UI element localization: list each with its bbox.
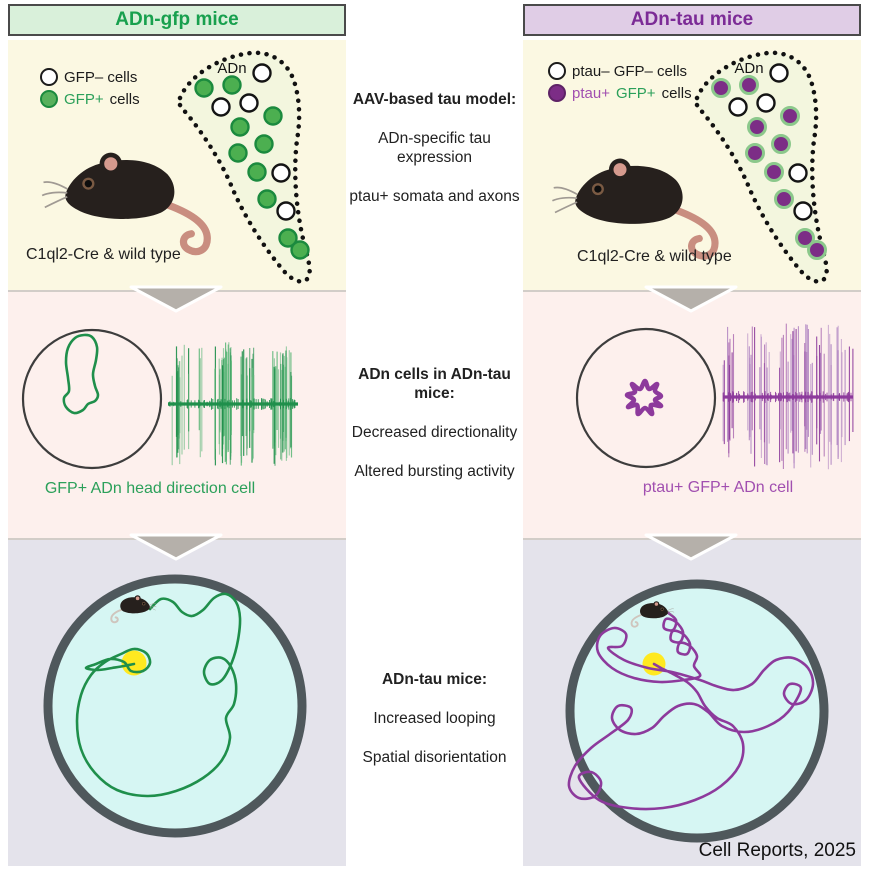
legend-row: ptau– GFP– cells: [548, 62, 692, 80]
adn-region-label-left: ADn: [217, 60, 247, 77]
purple-cell-swatch-icon: [548, 84, 566, 102]
legend-text: ptau+: [572, 84, 610, 102]
adn-region-label-right: ADn: [734, 60, 764, 77]
strain-label-left: C1ql2-Cre & wild type: [26, 246, 181, 263]
panel-mid-right: [523, 292, 861, 540]
header-adn-gfp: ADn-gfp mice: [8, 4, 346, 36]
note-line: ptau+ somata and axons: [349, 188, 520, 205]
open-cell-swatch-icon: [40, 68, 58, 86]
header-adn-tau: ADn-tau mice: [523, 4, 861, 36]
trace-label-right: ptau+ GFP+ ADn cell: [642, 479, 794, 496]
panel-mid-left: [8, 292, 346, 540]
note-title: ADn-tau mice:: [381, 671, 488, 688]
panel-bot-left: [8, 540, 346, 866]
trace-label-left: GFP+ ADn head direction cell: [44, 480, 256, 497]
strain-label-right: C1ql2-Cre & wild type: [577, 248, 732, 265]
legend-right: ptau– GFP– cells ptau+ GFP+ cells: [548, 62, 692, 102]
note-title: AAV-based tau model:: [352, 91, 517, 108]
note-line: ADn-specific tau expression: [378, 130, 491, 166]
legend-text: cells: [661, 84, 692, 102]
legend-text: ptau– GFP– cells: [572, 62, 688, 80]
legend-text: GFP+: [64, 90, 104, 108]
legend-text: GFP+: [615, 84, 656, 102]
legend-row: GFP– cells: [40, 68, 140, 86]
panel-bot-right: [523, 540, 861, 866]
legend-text: cells: [109, 90, 140, 108]
note-line: Spatial disorientation: [362, 749, 507, 766]
legend-text: GFP– cells: [64, 68, 138, 86]
note-behavior: ADn-tau mice: Increased looping Spatial …: [346, 670, 523, 767]
note-line: Decreased directionality: [351, 424, 518, 441]
note-title: ADn cells in ADn-tau mice:: [358, 366, 511, 402]
note-adn-cells: ADn cells in ADn-tau mice: Decreased dir…: [346, 365, 523, 481]
legend-row: GFP+ cells: [40, 90, 140, 108]
journal-credit: Cell Reports, 2025: [698, 840, 856, 861]
open-cell-swatch-icon: [548, 62, 566, 80]
note-tau-model: AAV-based tau model: ADn-specific tau ex…: [346, 90, 523, 206]
green-cell-swatch-icon: [40, 90, 58, 108]
note-line: Altered bursting activity: [354, 463, 515, 480]
legend-row: ptau+ GFP+ cells: [548, 84, 692, 102]
note-line: Increased looping: [373, 710, 496, 727]
